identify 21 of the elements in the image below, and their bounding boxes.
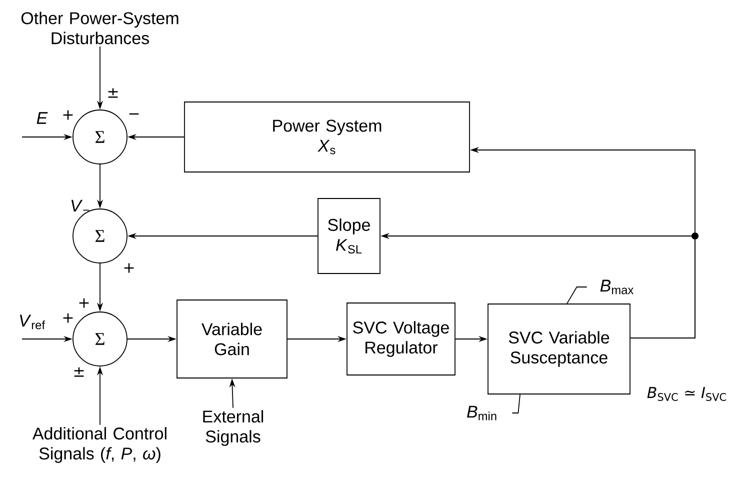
leader-line <box>512 394 520 414</box>
signal-label: B$_{SVC}$ ≃ I$_{SVC}$ <box>647 387 726 401</box>
signal-label: Other Power-System Disturbances <box>21 12 178 44</box>
leader-line <box>566 286 588 304</box>
signal-label: B$_{max}$ <box>600 280 634 294</box>
edge-label: V$_{−}$ <box>71 200 89 212</box>
block-box: SVC Voltage Regulator <box>346 302 456 376</box>
sign-label: + <box>79 298 89 308</box>
signal-label: B$_{min}$ <box>467 406 496 420</box>
block-box: Variable Gain <box>176 300 288 378</box>
edge-label: V$_{ref}$ <box>20 314 46 330</box>
sign-label: + <box>124 263 134 273</box>
summing-junction: Σ <box>72 312 128 366</box>
edge-label: E <box>36 112 48 124</box>
signal-label: Additional Control Signals (f, P, ω) <box>32 427 166 463</box>
block-box: SVC Variable Susceptance <box>488 304 630 394</box>
summing-junction: Σ <box>72 110 128 164</box>
block-box: Slope K$_{SL}$ <box>318 198 380 274</box>
block-box: Power System X$_{s}$ <box>184 102 470 172</box>
sign-label: ± <box>108 88 118 98</box>
signal-label: External Signals <box>203 410 264 446</box>
